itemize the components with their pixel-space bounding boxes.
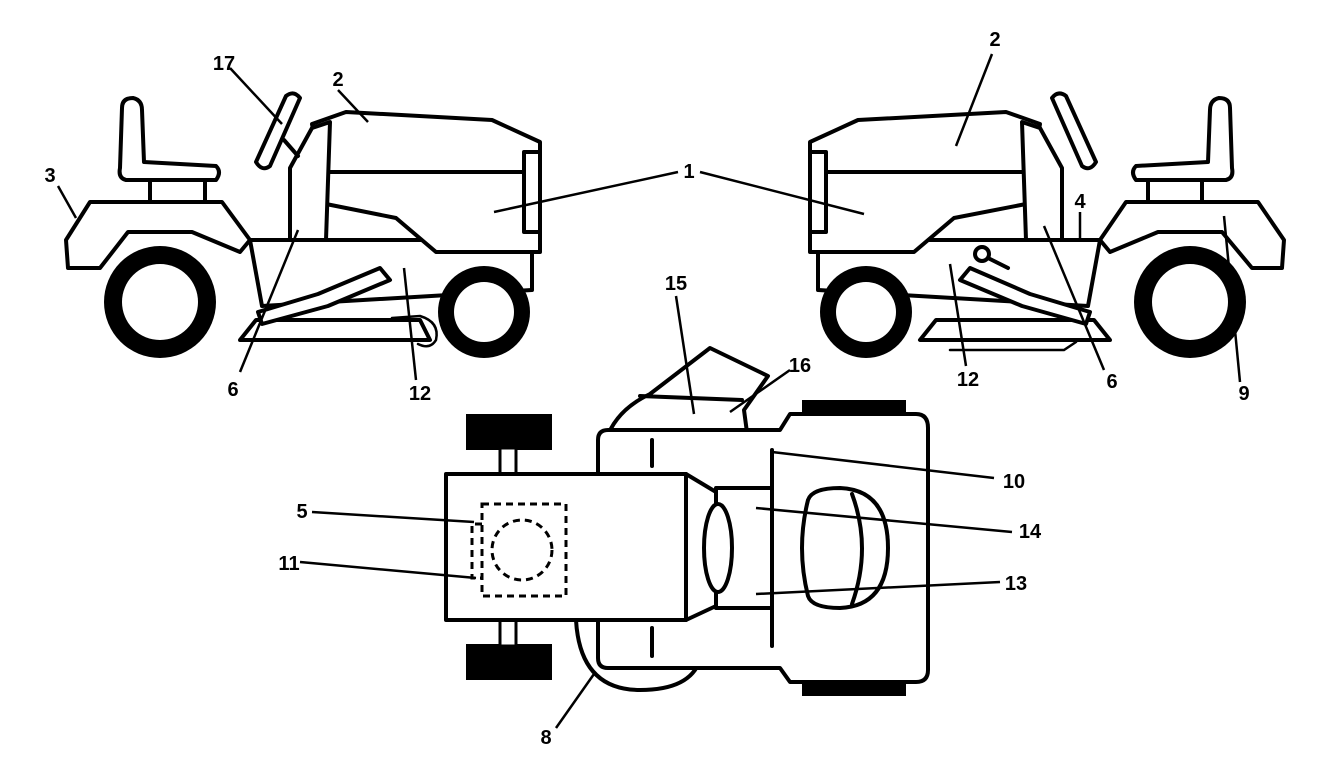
- leader-3: [56, 185, 78, 219]
- left-view-dash-column: [288, 120, 332, 242]
- leader-13: [755, 580, 1001, 596]
- callout-16: 16: [789, 355, 811, 377]
- tractor-top-view: [444, 346, 930, 696]
- leader-12-right: [948, 263, 968, 367]
- right-view-dash-column: [1020, 120, 1064, 242]
- tractor-right-side-view: [808, 91, 1286, 358]
- left-view-mower-deck: [238, 318, 432, 342]
- callout-2-right: 2: [989, 29, 1000, 51]
- leader-lines: [56, 53, 1242, 729]
- top-view-steering-wheel: [702, 502, 734, 594]
- left-view-lift-lever: [256, 266, 392, 326]
- callout-4: 4: [1074, 191, 1086, 213]
- leader-16: [729, 368, 791, 414]
- right-view-steering-wheel: [1050, 91, 1098, 171]
- leader-8: [554, 673, 596, 729]
- leader-17: [229, 67, 283, 125]
- callout-6-left: 6: [227, 379, 238, 401]
- right-view-hood: [808, 110, 1042, 254]
- top-view-front-wheel-lower: [466, 644, 552, 680]
- leader-12-left: [402, 267, 418, 381]
- callout-12-right: 12: [957, 369, 979, 391]
- left-view-discharge-chute: [390, 314, 438, 348]
- callout-15: 15: [665, 273, 687, 295]
- leader-14: [755, 506, 1013, 534]
- top-view-battery-dashed: [480, 502, 568, 598]
- callout-8: 8: [540, 727, 551, 749]
- leader-5: [311, 510, 475, 524]
- right-view-seat: [1131, 96, 1235, 182]
- callout-6-right: 6: [1106, 371, 1117, 393]
- left-view-steering-wheel: [254, 91, 302, 171]
- right-view-lever-knob: [973, 245, 991, 263]
- leader-6-left: [238, 229, 300, 373]
- callout-9: 9: [1238, 383, 1249, 405]
- leader-9: [1222, 215, 1242, 383]
- callout-10: 10: [1003, 471, 1025, 493]
- left-view-hood: [310, 110, 542, 254]
- right-view-rear-fender: [1098, 200, 1286, 270]
- callout-14: 14: [1019, 521, 1042, 543]
- top-view-hood: [444, 472, 718, 622]
- left-view-rear-fender: [64, 200, 252, 270]
- tractor-left-side-view: [64, 91, 542, 358]
- leader-10: [771, 450, 995, 480]
- callout-1: 1: [683, 161, 694, 183]
- callout-12-left: 12: [409, 383, 431, 405]
- left-view-seat: [117, 96, 221, 182]
- leader-11: [299, 560, 477, 580]
- leader-1-left: [493, 170, 679, 214]
- callout-3: 3: [44, 165, 55, 187]
- callout-5: 5: [296, 501, 307, 523]
- right-view-mower-deck: [918, 318, 1112, 342]
- callout-2-left: 2: [332, 69, 343, 91]
- callout-17: 17: [213, 53, 235, 75]
- leader-15: [674, 295, 696, 415]
- top-view-front-wheel-upper: [466, 414, 552, 450]
- leader-1-right: [699, 170, 865, 216]
- callout-labels: 1 2 2 3 4 5 6 6 8 9 10 11 12 12 13 14 15…: [44, 29, 1249, 749]
- callout-13: 13: [1005, 573, 1027, 595]
- leader-6-right: [1042, 225, 1106, 371]
- leader-2-left: [337, 89, 369, 123]
- leader-2-right: [954, 53, 994, 147]
- callout-11: 11: [278, 553, 299, 575]
